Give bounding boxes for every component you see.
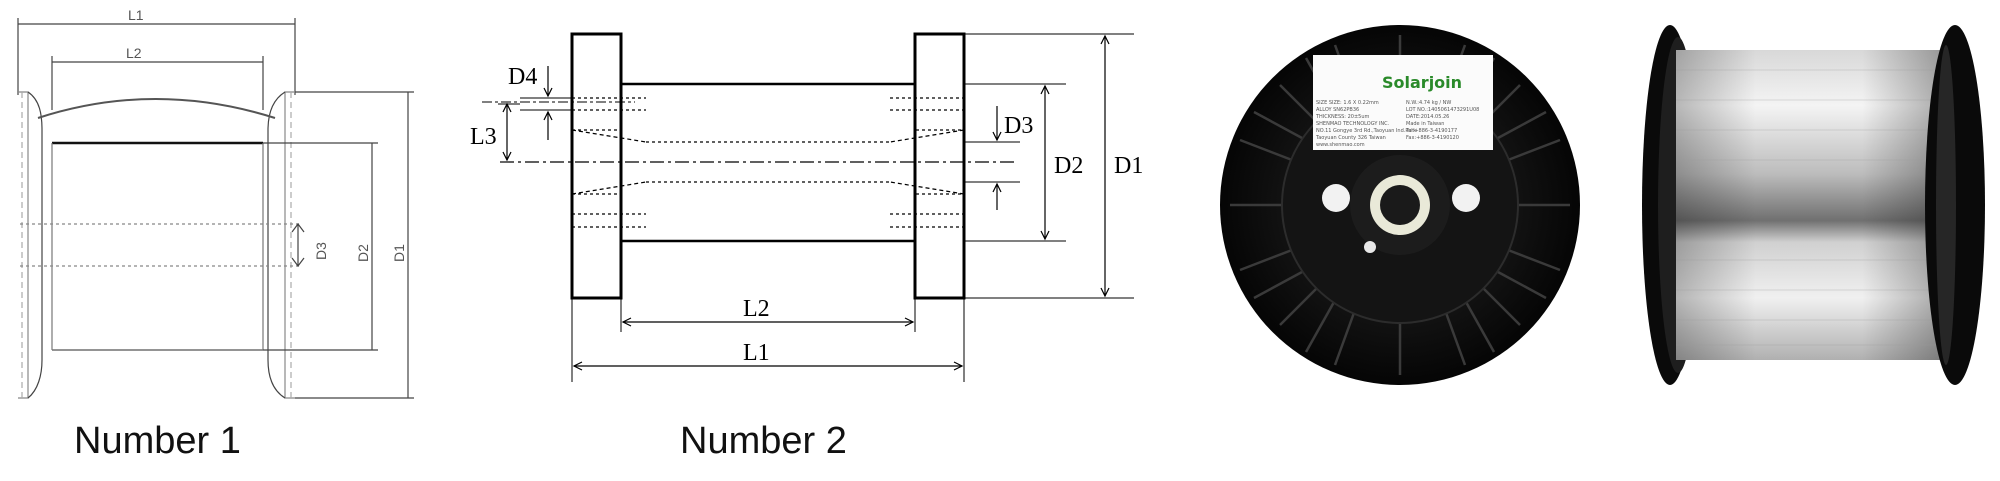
label-line: SHENMAO TECHNOLOGY INC. xyxy=(1316,121,1390,127)
right-flange xyxy=(913,32,966,300)
product-label-sticker xyxy=(1313,55,1493,150)
label-line: SIZE SIZE: 1.6 X 0.22mm xyxy=(1316,100,1379,106)
l1-label: L1 xyxy=(128,7,144,23)
label-line: THICKNESS: 20±5um xyxy=(1315,114,1369,120)
l2-label: L2 xyxy=(126,45,142,61)
solarjoin-logo: Solarjoin xyxy=(1382,73,1462,92)
label-line: NO.11 Gongye 3rd Rd.,Taoyuan Ind.Park xyxy=(1316,128,1416,134)
spool-side-image xyxy=(1642,25,1985,385)
d3-label: D3 xyxy=(1004,113,1033,139)
label-line: Taoyuan County 326 Taiwan xyxy=(1315,135,1386,141)
label-line: LOT NO.:1405061473291U08 xyxy=(1406,107,1479,113)
l3-label: L3 xyxy=(470,124,497,150)
l1-label: L1 xyxy=(743,340,770,366)
label-line: DATE:2014.05.26 xyxy=(1406,114,1449,120)
label-line: Fax:+886-3-4190120 xyxy=(1406,135,1459,141)
d1-label: D1 xyxy=(1114,153,1143,179)
d2-label: D2 xyxy=(355,244,371,262)
spool-drawing-1: L1 L2 D3 D2 D1 xyxy=(17,7,414,399)
d1-label: D1 xyxy=(391,244,407,262)
caption-number-1: Number 1 xyxy=(74,420,241,462)
d3-label: D3 xyxy=(313,242,329,260)
label-line: N.W.:4.74 kg / NW xyxy=(1406,100,1451,106)
d2-label: D2 xyxy=(1054,153,1083,179)
spool-front-image: Solarjoin SIZE SIZE: 1.6 X 0.22mm ALLOY … xyxy=(1220,25,1580,385)
drawing-number-2: D4 L3 D3 D2 D1 L2 L1 Number 2 xyxy=(460,0,1160,481)
spool-side-photo xyxy=(1640,20,1990,390)
spool-front-photo: Solarjoin SIZE SIZE: 1.6 X 0.22mm ALLOY … xyxy=(1210,20,1590,390)
d4-label: D4 xyxy=(508,64,537,90)
spool-drawing-2: D4 L3 D3 D2 D1 L2 L1 xyxy=(470,32,1143,382)
label-line: ALLOY SN62PB36 xyxy=(1316,107,1359,113)
l2-label: L2 xyxy=(743,296,770,322)
left-flange xyxy=(570,32,623,300)
label-line: Tel:+886-3-4190177 xyxy=(1405,128,1457,134)
label-line: Made in Taiwan xyxy=(1406,121,1444,127)
caption-number-2: Number 2 xyxy=(680,420,847,462)
drawing-number-1: L1 L2 D3 D2 D1 Number 1 xyxy=(0,0,440,481)
label-line: www.shenmao.com xyxy=(1316,142,1365,148)
